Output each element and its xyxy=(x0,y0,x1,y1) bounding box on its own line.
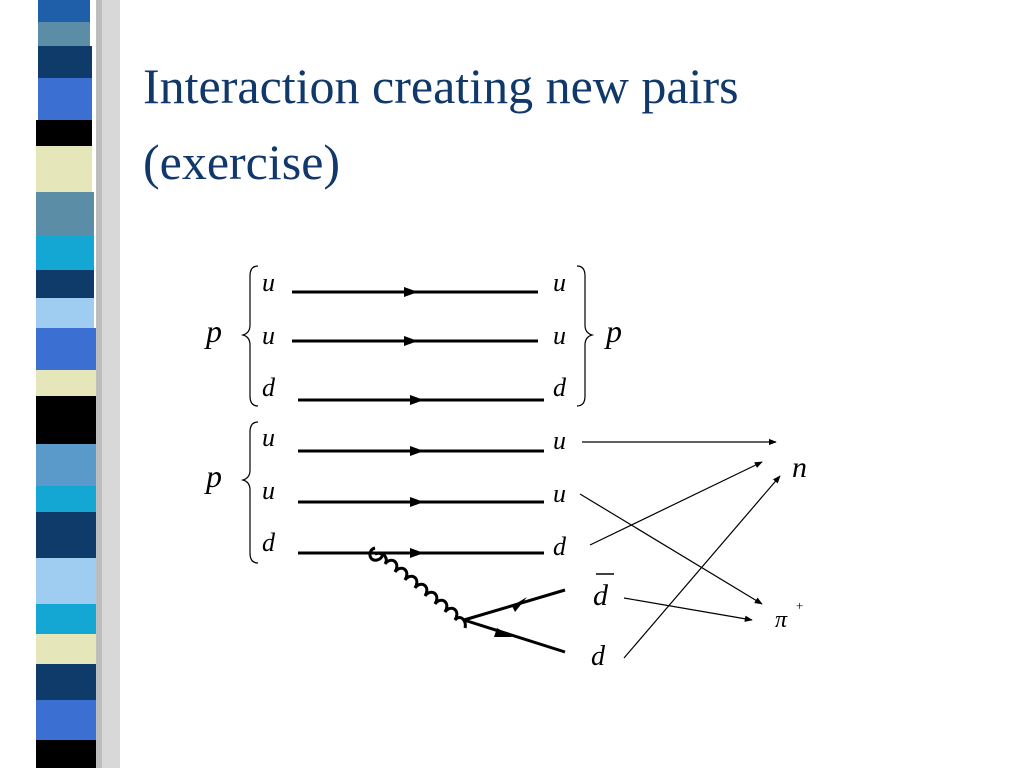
top-proton-quark-lines xyxy=(292,290,544,402)
antiquark-label: d xyxy=(593,579,609,612)
quark-label: d xyxy=(591,641,606,672)
bottom-proton-arrowheads xyxy=(410,446,424,558)
antiquark-arrowhead xyxy=(512,597,527,612)
top-out-quark-2: u xyxy=(553,321,566,350)
bottom-out-quark-3: d xyxy=(553,532,567,561)
pion-charge-label: + xyxy=(796,598,803,613)
bottom-out-quark-2: u xyxy=(553,479,566,508)
right-brace-top-proton xyxy=(576,265,595,407)
title-line-1: Interaction creating new pairs xyxy=(143,58,739,114)
top-out-quark-3: d xyxy=(553,373,567,402)
proton-top-label: p xyxy=(204,313,222,349)
slide-title: Interaction creating new pairs (exercise… xyxy=(143,48,1003,200)
pion-label: π xyxy=(775,607,788,633)
proton-bottom-label: p xyxy=(204,458,222,494)
left-brace-top-proton xyxy=(240,265,259,407)
bottom-in-quark-2: u xyxy=(262,476,275,505)
title-line-2: (exercise) xyxy=(143,134,341,190)
bottom-out-quark-1: u xyxy=(553,426,566,455)
top-in-quark-2: u xyxy=(262,321,275,350)
proton-top-out-label: p xyxy=(604,313,622,349)
top-in-quark-3: d xyxy=(262,373,276,402)
decorative-side-stripe xyxy=(36,0,120,768)
bottom-in-quark-1: u xyxy=(262,423,275,452)
left-brace-bottom-proton xyxy=(240,421,259,564)
neutron-label: n xyxy=(792,451,807,484)
quark-arrowhead xyxy=(494,628,512,637)
quark-line xyxy=(463,618,566,654)
bottom-in-quark-3: d xyxy=(262,528,276,557)
top-out-quark-1: u xyxy=(553,268,566,297)
hadronization-arrows xyxy=(579,438,781,659)
top-in-quark-1: u xyxy=(262,268,275,297)
stripe-blocks xyxy=(36,0,96,768)
top-proton-arrowheads xyxy=(404,287,424,405)
gluon-line xyxy=(368,546,467,629)
